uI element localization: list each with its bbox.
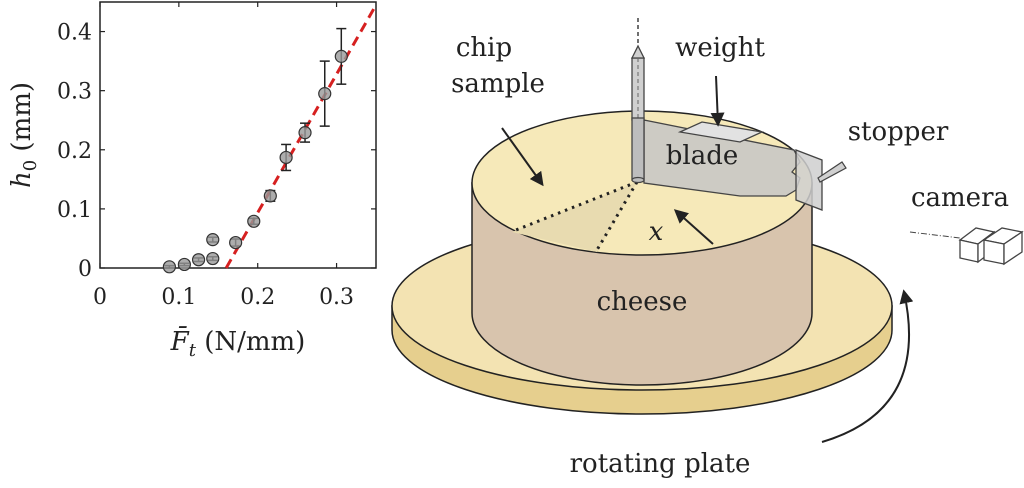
- y-tick-label: 0: [78, 257, 92, 282]
- label-x: x: [649, 217, 664, 247]
- data-point: [206, 233, 220, 247]
- data-point: [177, 257, 191, 272]
- x-tick-label: 0.2: [240, 285, 275, 310]
- data-point: [318, 87, 332, 101]
- x-tick-label: 0.1: [161, 285, 196, 310]
- stopper-plate: [795, 149, 823, 211]
- label-stopper: stopper: [848, 117, 949, 147]
- blade-holder: [631, 117, 645, 181]
- holder-base: [631, 176, 645, 184]
- plot-frame: [99, 1, 377, 269]
- label-weight: weight: [675, 33, 765, 63]
- y-axis: 0 0.1 0.2 0.3 0.4: [57, 21, 376, 282]
- data-point: [298, 126, 312, 140]
- data-point: [247, 214, 261, 228]
- chip-arrow: [501, 127, 544, 187]
- weight-arrow: [710, 75, 725, 127]
- y-tick-label: 0.2: [57, 139, 92, 164]
- x-axis-label: F̄t (N/mm): [170, 325, 306, 361]
- shaft-tip: [630, 44, 646, 59]
- y-axis-label: h0 (mm): [7, 82, 41, 188]
- data-point: [162, 260, 176, 274]
- data-points: [162, 27, 348, 274]
- x-tick-label: 0: [93, 285, 107, 310]
- wedge-edge-2: [595, 181, 639, 251]
- apparatus-diagram: chip sample weight blade stopper camera …: [391, 18, 1024, 479]
- data-point: [229, 235, 243, 250]
- label-chip: chip: [456, 33, 512, 63]
- data-point: [263, 189, 277, 203]
- x-arrow: [673, 209, 714, 245]
- label-rotating-plate: rotating plate: [570, 449, 751, 479]
- label-blade: blade: [666, 141, 739, 171]
- weight: [677, 121, 765, 143]
- y-tick-label: 0.3: [57, 80, 92, 105]
- y-tick-label: 0.4: [57, 21, 92, 46]
- y-tick-label: 0.1: [57, 198, 92, 223]
- label-cheese: cheese: [597, 287, 688, 317]
- label-sample: sample: [451, 69, 545, 99]
- stopper-pin: [817, 161, 847, 183]
- rotation-arrow: [821, 289, 914, 443]
- x-tick-label: 0.3: [319, 285, 354, 310]
- camera-icon: [958, 227, 1024, 266]
- data-point: [279, 150, 293, 165]
- data-point: [191, 253, 206, 267]
- chart: 0 0.1 0.2 0.3 0 0.1 0.2 0.3 0.4 F̄t (N/mm) h0 (…: [7, 1, 378, 361]
- data-point: [334, 49, 348, 63]
- data-point: [206, 251, 220, 266]
- label-camera: camera: [911, 183, 1009, 213]
- x-axis: 0 0.1 0.2 0.3: [93, 2, 354, 310]
- camera-axis: [909, 231, 961, 239]
